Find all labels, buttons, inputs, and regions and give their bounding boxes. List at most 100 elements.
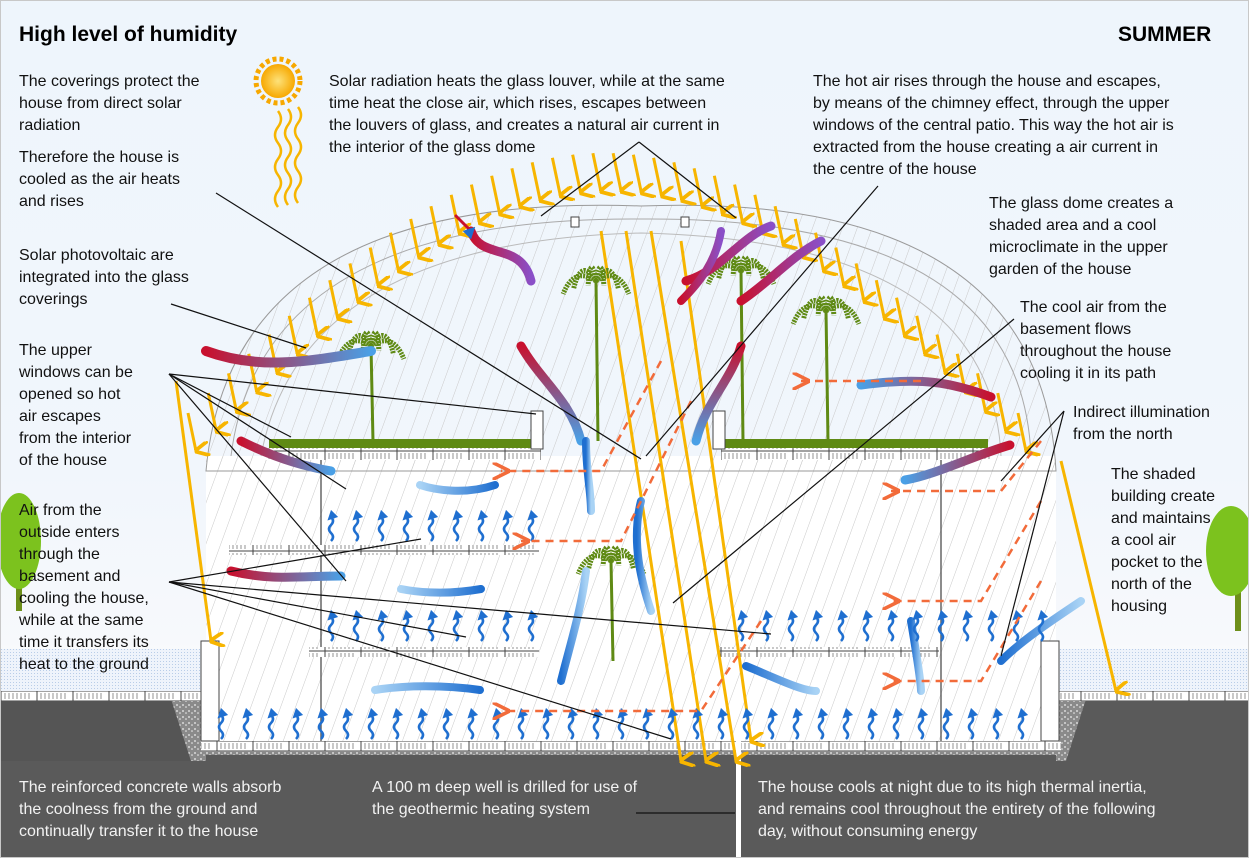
annotation-line: A 100 m deep well is drilled for use of bbox=[372, 779, 638, 796]
sun-ray bbox=[550, 157, 560, 196]
annotation-line: a cool air bbox=[1111, 532, 1176, 549]
annotation-line: and remains cool throughout the entirety… bbox=[758, 801, 1156, 818]
rising-air-squiggle bbox=[402, 509, 414, 542]
sun-ray bbox=[624, 230, 706, 761]
annotation-line: heat to the ground bbox=[19, 656, 149, 673]
roof-garden-left bbox=[269, 439, 539, 448]
page-title: High level of humidity bbox=[19, 23, 238, 46]
heat-wave-icon bbox=[273, 106, 303, 208]
rising-air-squiggle bbox=[942, 707, 954, 740]
rising-air-squiggle bbox=[367, 707, 379, 740]
annotation-line: the louvers of glass, and creates a natu… bbox=[329, 117, 720, 134]
rising-air-squiggle bbox=[867, 707, 879, 740]
rising-air-squiggle bbox=[242, 707, 254, 740]
annotation-hot-air: The hot air rises through the house and … bbox=[813, 71, 1174, 181]
annotation-line: The coverings protect the bbox=[19, 73, 200, 90]
upper-window-left bbox=[530, 410, 544, 450]
sun-ray bbox=[227, 373, 236, 411]
rising-air-squiggle bbox=[377, 609, 389, 642]
sun-ray bbox=[328, 279, 338, 318]
annotation-line: windows can be bbox=[19, 364, 133, 381]
annotation-line: building create bbox=[1111, 488, 1216, 505]
annotation-line: of the house bbox=[19, 452, 108, 469]
annotation-line: through the bbox=[19, 546, 100, 563]
rising-air-squiggle bbox=[692, 707, 704, 740]
annotation-line: cooled as the air heats bbox=[19, 171, 180, 188]
water-table-left bbox=[1, 649, 206, 691]
sun-ray bbox=[591, 152, 601, 191]
rising-air-squiggle bbox=[817, 707, 829, 740]
rising-air-squiggle bbox=[887, 609, 899, 642]
palm-tree-icon bbox=[790, 294, 862, 442]
palm-tree-icon bbox=[575, 544, 647, 662]
annotation-line: basement and bbox=[19, 568, 121, 585]
rising-air-squiggle bbox=[477, 509, 489, 542]
rising-air-squiggle bbox=[352, 609, 364, 642]
annotation-line: Therefore the house is bbox=[19, 149, 180, 166]
sun-ray bbox=[287, 315, 297, 354]
rising-air-squiggle bbox=[427, 509, 439, 542]
palm-tree-icon bbox=[335, 329, 407, 442]
rising-air-squiggle bbox=[392, 707, 404, 740]
rising-air-squiggle bbox=[967, 707, 979, 740]
rising-air-squiggle bbox=[567, 707, 579, 740]
sun-ray bbox=[368, 247, 378, 286]
rising-air-squiggle bbox=[642, 707, 654, 740]
upper-window-right bbox=[712, 410, 726, 450]
annotation-line: opened so hot bbox=[19, 386, 121, 403]
rising-air-squiggle bbox=[667, 707, 679, 740]
annotation-line: Air from the bbox=[19, 502, 102, 519]
sun-ray bbox=[996, 392, 1006, 431]
rising-air-squiggle bbox=[792, 707, 804, 740]
rising-air-squiggle bbox=[1037, 609, 1049, 642]
rising-air-squiggle bbox=[617, 707, 629, 740]
annotation-line: shaded area and a cool bbox=[989, 217, 1157, 234]
rising-air-squiggle bbox=[442, 707, 454, 740]
rising-air-squiggle bbox=[737, 609, 749, 642]
rising-air-squiggle bbox=[892, 707, 904, 740]
annotation-line: Solar radiation heats the glass louver, … bbox=[329, 73, 725, 90]
annotation-line: air escapes bbox=[19, 408, 101, 425]
sun-ray bbox=[1016, 412, 1026, 451]
annotation-line: house from direct solar bbox=[19, 95, 182, 112]
sun-ray bbox=[348, 263, 358, 301]
rising-air-squiggle bbox=[342, 707, 354, 740]
sun-ray bbox=[631, 154, 641, 193]
sun-ray bbox=[895, 297, 905, 336]
sun-ray bbox=[834, 247, 844, 286]
sun-ray bbox=[186, 412, 196, 451]
sun-ray bbox=[854, 263, 864, 301]
annotation-line: windows of the central patio. This way t… bbox=[813, 117, 1174, 134]
annotation-line: Indirect illumination bbox=[1073, 404, 1210, 421]
rising-air-squiggle bbox=[327, 609, 339, 642]
sun-ray bbox=[388, 232, 398, 271]
annotation-coverings: The coverings protect the house from dire… bbox=[19, 71, 200, 137]
rising-air-squiggle bbox=[352, 509, 364, 542]
annotation-line: from the interior bbox=[19, 430, 132, 447]
roof-garden-right bbox=[723, 439, 988, 448]
roof-slab-right bbox=[721, 448, 991, 460]
sun-ray bbox=[530, 161, 540, 200]
rising-cool-air-squiggles bbox=[217, 509, 1049, 740]
rising-air-squiggle bbox=[937, 609, 949, 642]
floor-slab bbox=[719, 647, 939, 657]
rising-air-squiggle bbox=[842, 707, 854, 740]
sun-ray bbox=[733, 184, 743, 223]
annotation-line: radiation bbox=[19, 117, 81, 134]
annotation-line: the interior of the glass dome bbox=[329, 139, 536, 156]
annotation-line: north of the bbox=[1111, 576, 1192, 593]
rising-air-squiggle bbox=[987, 609, 999, 642]
rising-air-squiggle bbox=[962, 609, 974, 642]
annotation-line: coverings bbox=[19, 291, 88, 308]
palm-trees bbox=[335, 254, 862, 662]
cool-flow-dashed-arrows bbox=[501, 360, 1043, 711]
